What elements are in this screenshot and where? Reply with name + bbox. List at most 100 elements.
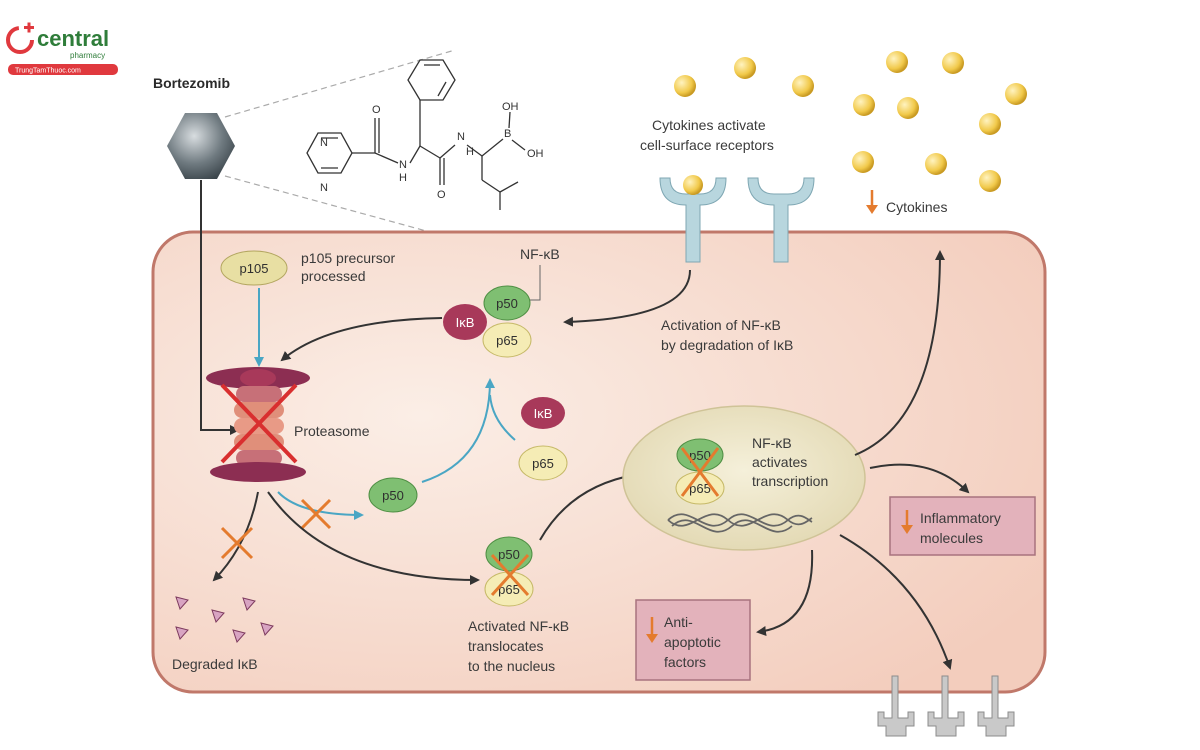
down-arrow-icon [646,617,658,643]
p105-protein [220,250,288,286]
receptor-to-nfkb-arrow [563,269,691,327]
cytokine [886,51,908,73]
atom-o2: O [437,189,446,201]
cell-body [151,230,1047,694]
nucleus-to-inflammatory-arrow [869,463,970,494]
atom-oh1: OH [502,101,519,113]
p50-merge-arrow [421,378,495,483]
nucleus-text-line3: transcription [752,473,828,489]
ikb-p65-merge-line [489,394,516,441]
block-cross-icon [680,447,720,497]
atom-n1: N [320,137,328,149]
atom-oh2: OH [527,148,544,160]
free-p50-protein [368,477,418,513]
cytokine [734,57,756,79]
free-ikb-label: IκB [534,406,553,421]
activation-line1: Activation of NF-κB [661,317,781,333]
nucleus-text-line1: NF-κB [752,435,792,451]
free-p65-protein [518,445,568,481]
free-p50-label: p50 [382,488,404,503]
nfkb-top-label: NF-κB [520,246,560,262]
translocate-line1: Activated NF-κB [468,618,569,634]
nuclear-p50-label: p50 [689,448,711,463]
activation-line2: by degradation of IκB [661,337,793,353]
translocate-line2: translocates [468,638,543,654]
proteasome-to-degraded-arrow [212,491,259,582]
nucleus-to-cytokines-arrow [854,250,945,456]
activated-p65-label: p65 [498,582,520,597]
atom-h1: H [399,172,407,184]
bortezomib-inhibit-arrow [200,180,240,435]
degraded-ikb-label: Degraded IκB [172,656,258,672]
cytokines-decrease-label: Cytokines [886,199,947,215]
cytokine [674,75,696,97]
receptor-2 [747,177,815,263]
inflammatory-line2: molecules [920,530,983,546]
p105-caption-line1: p105 precursor [301,250,396,266]
degraded-fragments-icon [175,596,274,643]
cytokine [979,170,1001,192]
proteasome-label: Proteasome [294,423,370,439]
proteasome-icon [206,367,310,482]
logo-url: TrungTamThuoc.com [15,68,81,75]
bortezomib-hexagon-icon [167,113,235,179]
free-ikb-protein [521,397,565,429]
p65-label: p65 [496,333,518,348]
logo-name: central [37,26,109,51]
translocate-line3: to the nucleus [468,658,555,674]
chem-atom-labels: N N O O N H N H B OH OH [320,101,544,201]
atom-n2: N [320,182,328,194]
ikb-protein [443,304,487,340]
brand-logo: central pharmacy TrungTamThuoc.com [6,22,118,75]
p105-caption-line2: processed [301,268,366,284]
cytokine [1005,83,1027,105]
atom-nh1: N [399,159,407,171]
nfkb-bracket [530,265,541,301]
drug-label: Bortezomib [153,75,230,91]
antiapoptotic-box [635,599,751,681]
cytokine [792,75,814,97]
p105-label: p105 [240,261,269,276]
inflammatory-box [889,496,1036,556]
atom-b: B [504,128,511,140]
inflammatory-line1: Inflammatory [920,510,1001,526]
nuclear-p65-label: p65 [689,481,711,496]
atom-nh2: N [457,131,465,143]
nucleus-text-line2: activates [752,454,807,470]
atom-o1: O [372,104,381,116]
cytokine [979,113,1001,135]
antiapoptotic-line2: apoptotic [664,634,721,650]
cytokines-activate-line1: Cytokines activate [652,117,766,133]
cytokines-activate-line2: cell-surface receptors [640,137,774,153]
zoom-line-bottom [224,175,431,233]
free-p65-label: p65 [532,456,554,471]
atom-h2: H [466,146,474,158]
down-arrow-icon [866,190,878,214]
adhesion-molecules-icon [877,675,1015,737]
block-cross-icon [220,526,254,560]
antiapoptotic-line3: factors [664,654,706,670]
ikb-label: IκB [456,315,475,330]
bound-cytokine [683,175,703,195]
bortezomib-chemical-structure [306,59,526,210]
receptor-1 [659,175,727,263]
p50-label: p50 [496,296,518,311]
p65-protein [482,322,532,358]
down-arrow-icon [901,510,913,534]
block-cross-icon [300,498,332,530]
nucleus [622,405,866,551]
logo-mark-icon [6,22,34,54]
logo-url-bar [8,64,118,75]
cytokine [852,151,874,173]
cytokine-particles [674,51,1027,192]
nucleus-to-antiapoptotic-arrow [756,549,814,636]
nfkb-to-proteasome-arrow [280,317,443,362]
cytokine [853,94,875,116]
nucleus-to-adhesion-arrow [839,534,953,670]
block-cross-icon [490,553,530,597]
cytokine [925,153,947,175]
dna-helix-icon [667,513,813,533]
p50-protein [483,285,531,321]
activated-p50-label: p50 [498,547,520,562]
